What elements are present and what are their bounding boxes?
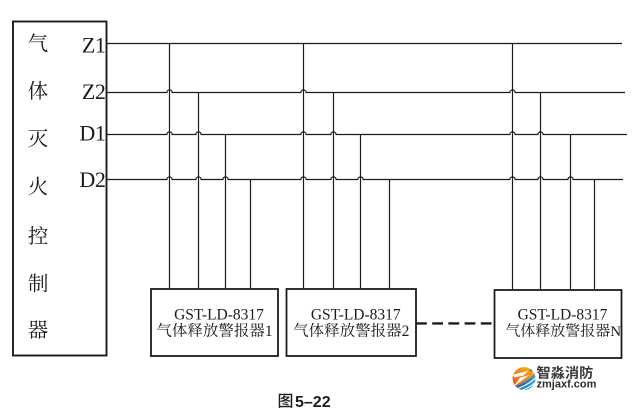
svg-text:GST-LD-8317: GST-LD-8317 xyxy=(518,306,608,323)
svg-text:zmjaxf.com: zmjaxf.com xyxy=(537,379,597,391)
svg-text:D2: D2 xyxy=(79,167,105,192)
svg-text:5–22: 5–22 xyxy=(295,394,331,411)
svg-text:GST-LD-8317: GST-LD-8317 xyxy=(311,306,401,323)
svg-text:Z1: Z1 xyxy=(82,33,106,58)
svg-text:D1: D1 xyxy=(79,121,105,146)
svg-text:GST-LD-8317: GST-LD-8317 xyxy=(174,306,264,323)
svg-text:N: N xyxy=(610,324,621,340)
svg-text:2: 2 xyxy=(402,323,410,340)
svg-text:Z2: Z2 xyxy=(82,79,106,104)
svg-text:1: 1 xyxy=(265,323,273,340)
